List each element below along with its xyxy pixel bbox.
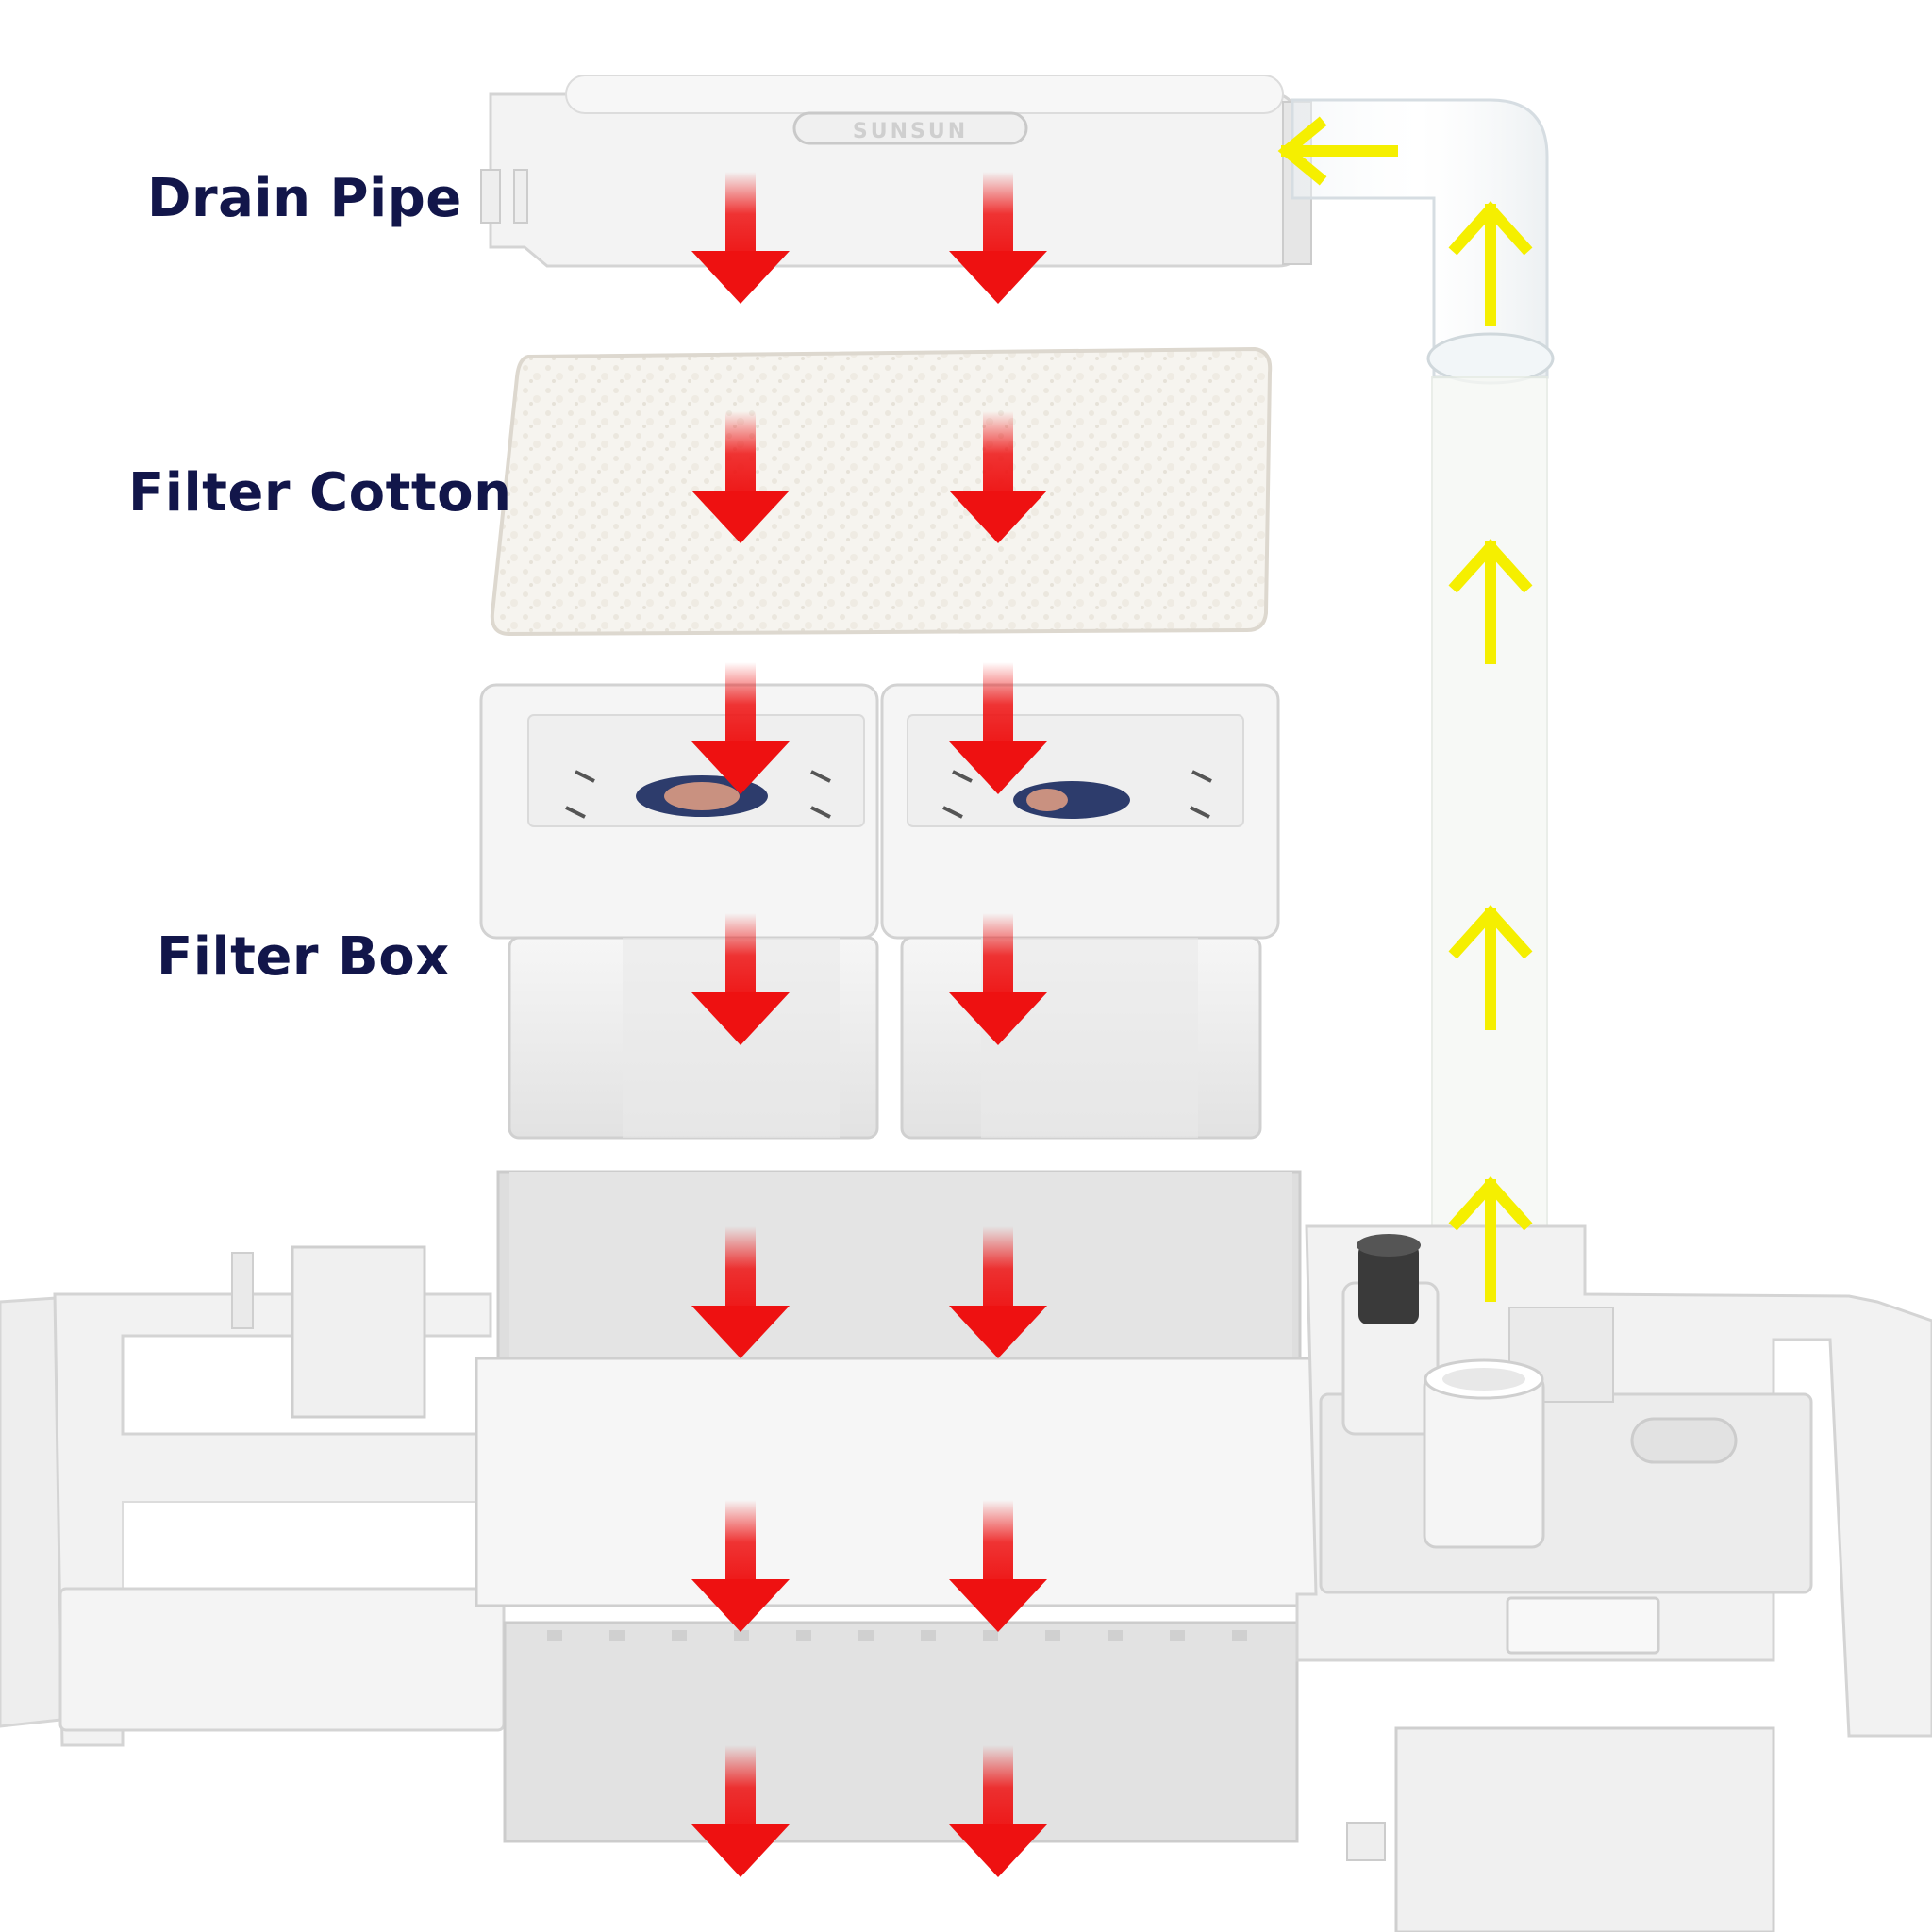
yellow-up-arrow [1448,539,1533,664]
return-pipe [1291,98,1555,1284]
upflow-arrows [1277,116,1533,1302]
red-down-arrow [691,913,790,1045]
red-down-arrow [691,172,790,304]
yellow-up-arrow [1448,201,1533,326]
red-down-arrow [949,913,1047,1045]
yellow-left-arrow [1277,116,1398,186]
red-down-arrow [949,1226,1047,1358]
filter-box-left [479,683,879,1140]
red-down-arrow [949,1745,1047,1877]
red-down-arrow [949,1500,1047,1632]
yellow-up-arrow [1448,905,1533,1030]
label-drain-pipe: Drain Pipe [147,168,462,229]
red-down-arrow [691,662,790,794]
red-down-arrow [949,411,1047,543]
red-down-arrow [949,662,1047,794]
pump-outlet [1341,1234,1545,1549]
label-filter-cotton: Filter Cotton [128,462,512,524]
filter-box-right [880,683,1280,1140]
red-down-arrow [691,1745,790,1877]
label-filter-box: Filter Box [157,926,450,988]
red-down-arrow [949,172,1047,304]
downflow-arrows [691,172,1047,1877]
red-down-arrow [691,1500,790,1632]
red-down-arrow [691,411,790,543]
red-down-arrow [691,1226,790,1358]
yellow-up-arrow [1448,1176,1533,1302]
filter-cotton [490,346,1273,637]
brand-logo: SUNSUN [853,120,968,143]
filter-base-housing [0,1170,1932,1932]
drain-pipe-tray [480,75,1312,268]
